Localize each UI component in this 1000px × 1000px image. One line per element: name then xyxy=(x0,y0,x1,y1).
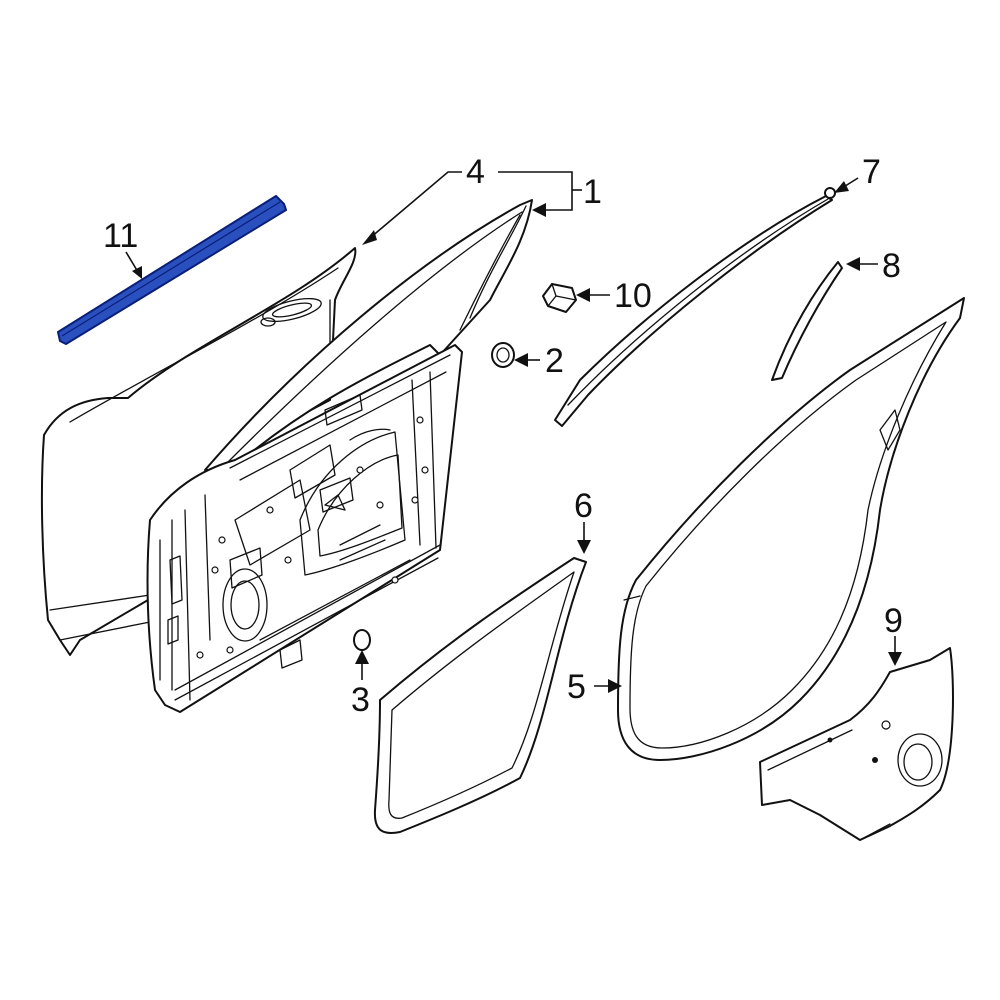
callout-1: 1 xyxy=(583,173,602,211)
callout-2: 2 xyxy=(545,342,564,380)
part-3-plug[interactable] xyxy=(353,629,371,651)
callout-4: 4 xyxy=(466,153,485,191)
part-10-clip[interactable] xyxy=(542,283,577,313)
part-9-trim-panel[interactable] xyxy=(759,647,954,841)
callout-3: 3 xyxy=(351,681,370,719)
part-8-sash-trim[interactable] xyxy=(771,261,843,381)
callout-11: 11 xyxy=(103,217,138,255)
part-5-door-weatherstrip[interactable] xyxy=(617,297,965,761)
callout-7: 7 xyxy=(862,153,881,191)
callout-8: 8 xyxy=(882,247,901,285)
part-1-door-shell[interactable] xyxy=(146,199,533,713)
part-11-belt-weatherstrip[interactable] xyxy=(57,195,287,345)
callout-6: 6 xyxy=(574,487,593,525)
part-4-outer-door-skin[interactable] xyxy=(40,247,357,656)
leader-lines xyxy=(125,171,902,693)
part-7-run-channel-strip[interactable] xyxy=(554,187,836,427)
callout-labels: 4 1 11 10 2 3 7 8 6 5 9 xyxy=(103,153,903,719)
callout-9: 9 xyxy=(884,602,903,640)
callout-10: 10 xyxy=(614,277,652,315)
part-2-grommet[interactable] xyxy=(491,342,515,368)
part-6-glass-run[interactable] xyxy=(373,557,587,834)
callout-5: 5 xyxy=(567,668,586,706)
